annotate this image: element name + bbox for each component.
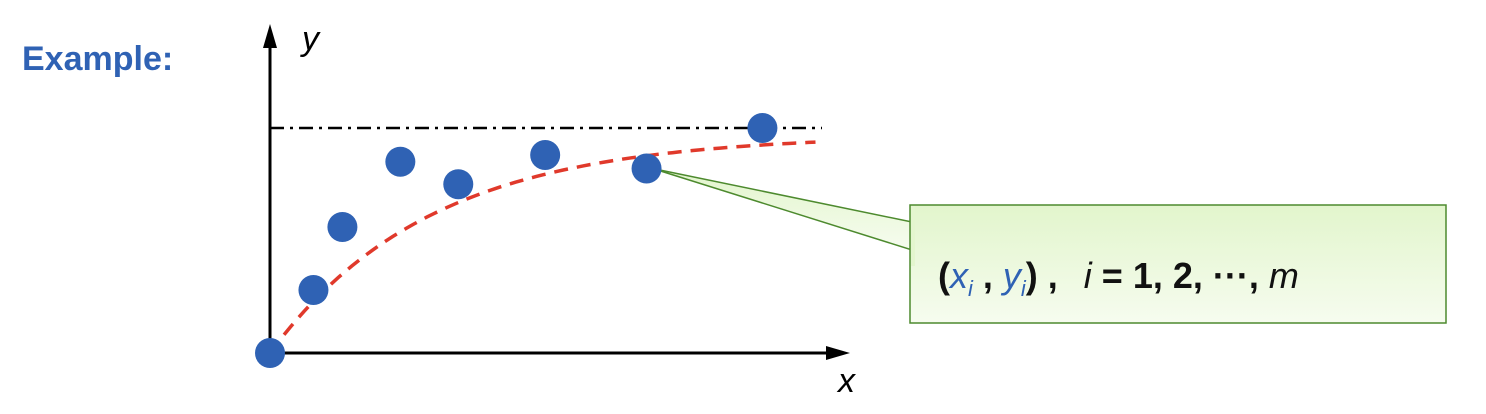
callout-y: y bbox=[1000, 255, 1023, 296]
callout-box bbox=[909, 204, 1447, 324]
callout-comma: , bbox=[973, 255, 1003, 296]
callout-m: m bbox=[1269, 255, 1299, 296]
data-point bbox=[530, 140, 561, 170]
fit-curve bbox=[268, 140, 816, 355]
callout-index-var: i bbox=[1084, 255, 1093, 296]
y-axis-label: y bbox=[300, 20, 321, 58]
data-point bbox=[255, 338, 285, 368]
callout-range: = 1, 2, ···, bbox=[1092, 255, 1269, 296]
x-axis-arrow bbox=[826, 346, 850, 360]
callout-close-paren: ) , bbox=[1026, 255, 1058, 296]
callout-sub-i-1: i bbox=[968, 276, 974, 301]
callout-x: x bbox=[948, 255, 970, 296]
data-point bbox=[631, 153, 662, 184]
data-point bbox=[298, 275, 329, 305]
data-point bbox=[747, 113, 778, 143]
y-axis-arrow bbox=[263, 24, 277, 48]
callout-label: (xi , yi) ,i = 1, 2, ···, m bbox=[938, 255, 1299, 301]
data-point bbox=[443, 169, 474, 200]
callout-sub-i-2: i bbox=[1021, 276, 1027, 301]
x-axis-label: x bbox=[836, 362, 856, 400]
callout-open-paren: ( bbox=[938, 255, 950, 296]
callout-pointer bbox=[652, 167, 913, 252]
data-points bbox=[255, 113, 778, 368]
data-point bbox=[327, 212, 358, 242]
example-heading: Example: bbox=[22, 40, 174, 78]
callout-join bbox=[911, 206, 915, 266]
data-point bbox=[385, 146, 416, 177]
